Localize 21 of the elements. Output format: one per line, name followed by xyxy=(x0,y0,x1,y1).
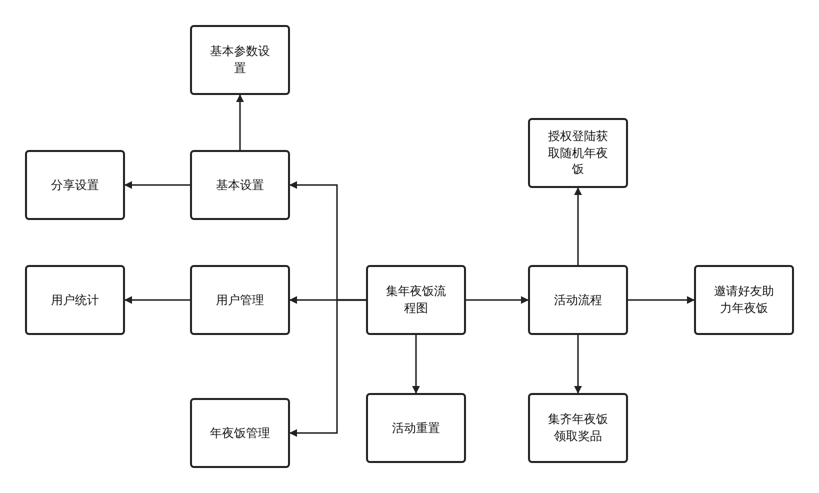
arrow xyxy=(412,335,420,394)
process-box: 活动重置 xyxy=(366,393,466,463)
process-box: 邀请好友助力年夜饭 xyxy=(694,265,794,335)
arrow xyxy=(124,296,190,304)
arrow xyxy=(236,94,244,150)
process-box: 用户统计 xyxy=(25,265,125,335)
process-box: 活动流程 xyxy=(528,265,628,335)
arrow xyxy=(124,181,190,189)
process-box: 分享设置 xyxy=(25,150,125,220)
process-box: 集齐年夜饭领取奖品 xyxy=(528,393,628,463)
process-box: 年夜饭管理 xyxy=(190,398,290,468)
process-box: 用户管理 xyxy=(190,265,290,335)
process-box: 集年夜饭流程图 xyxy=(366,265,466,335)
arrow xyxy=(574,187,582,265)
arrow xyxy=(574,335,582,394)
arrow xyxy=(628,296,695,304)
arrow xyxy=(466,296,529,304)
process-box: 基本参数设置 xyxy=(190,25,290,95)
process-box: 授权登陆获取随机年夜饭 xyxy=(528,118,628,188)
arrow xyxy=(289,299,366,437)
process-box: 基本设置 xyxy=(190,150,290,220)
